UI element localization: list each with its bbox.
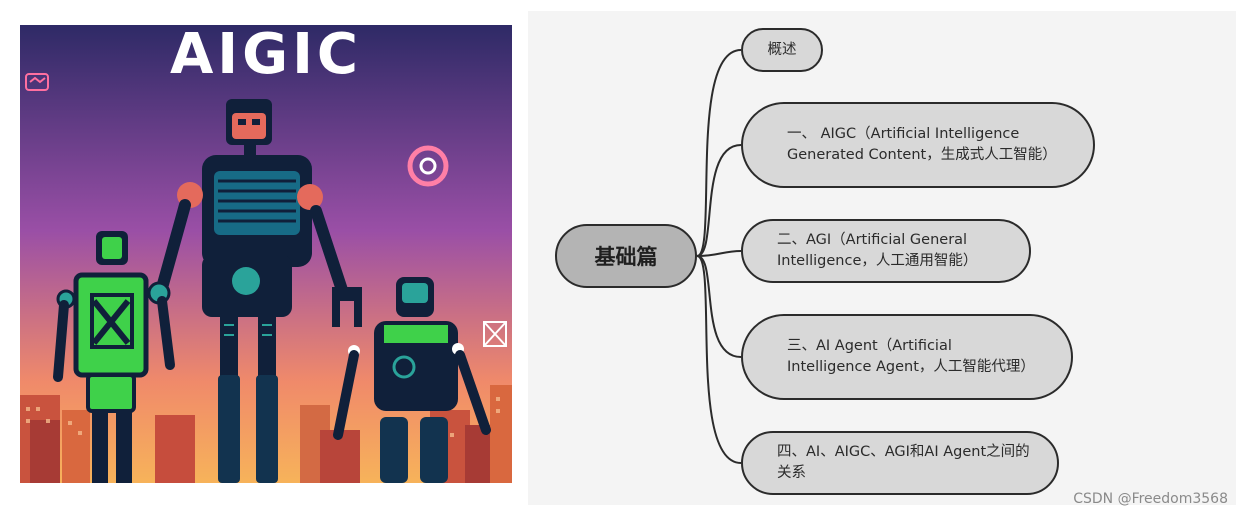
connector-1: [696, 144, 742, 257]
branch-node-agi[interactable]: 二、AGI（Artificial General Intelligence，人工…: [741, 219, 1031, 283]
connector-2: [696, 250, 742, 257]
robots-illustration: [20, 25, 512, 483]
connector-overview: [696, 49, 742, 257]
branch-node-ai-agent[interactable]: 三、AI Agent（Artificial Intelligence Agent…: [741, 314, 1073, 400]
crossed-box-icon: [483, 321, 507, 347]
branch-label: 一、 AIGC（Artificial Intelligence Generate…: [787, 126, 1057, 163]
watermark: CSDN @Freedom3568: [1073, 491, 1228, 507]
branch-node-relationship[interactable]: 四、AI、AIGC、AGI和AI Agent之间的关系: [741, 431, 1059, 495]
branch-label: 二、AGI（Artificial General Intelligence，人工…: [777, 232, 978, 269]
poster-title: AIGIC: [169, 25, 363, 87]
branch-node-aigc[interactable]: 一、 AIGC（Artificial Intelligence Generate…: [741, 102, 1095, 188]
root-node-label: 基础篇: [594, 245, 658, 269]
green-robot: [53, 231, 175, 483]
branch-label: 三、AI Agent（Artificial Intelligence Agent…: [787, 338, 1035, 375]
mind-map: 基础篇 概述 一、 AIGC（Artificial Intelligence G…: [528, 11, 1236, 505]
tall-robot: [154, 99, 362, 483]
branch-label: 四、AI、AIGC、AGI和AI Agent之间的关系: [777, 444, 1030, 481]
small-emblem-icon: [25, 73, 49, 91]
aigc-poster-image: AIGIC: [20, 25, 512, 483]
short-robot: [333, 277, 491, 483]
root-node[interactable]: 基础篇: [555, 224, 697, 288]
target-icon: [407, 145, 449, 187]
connector-3: [696, 255, 742, 358]
branch-node-overview[interactable]: 概述: [741, 28, 823, 72]
mind-map-connectors: [696, 49, 742, 464]
connector-4: [696, 255, 742, 464]
branch-label: 概述: [767, 41, 797, 58]
